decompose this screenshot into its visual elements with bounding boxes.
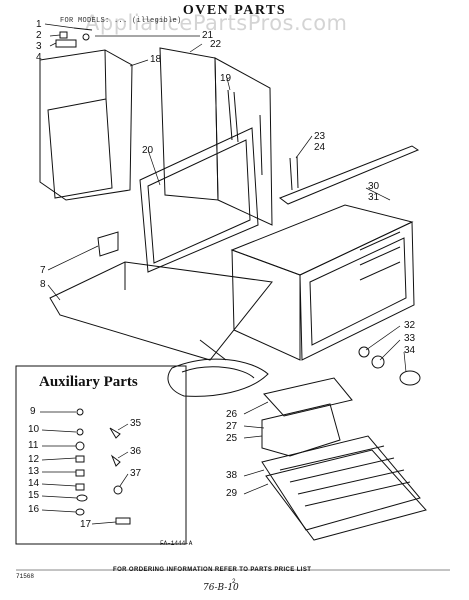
broiler-pan — [261, 377, 353, 457]
callout-38: 38 — [226, 470, 238, 481]
callout-20: 20 — [142, 145, 154, 156]
callout-26: 26 — [226, 409, 238, 420]
page-subtitle: FOR MODELS: ... (illegible) — [60, 17, 182, 25]
callout-3: 3 — [36, 41, 42, 52]
callout-11: 11 — [28, 440, 39, 451]
callout-17: 17 — [80, 519, 92, 530]
callout-29: 29 — [226, 488, 238, 499]
callout-10: 10 — [28, 424, 40, 435]
callout-19: 19 — [220, 73, 232, 84]
callout-1: 1 — [36, 19, 42, 30]
callout-25: 25 — [226, 433, 238, 444]
sheet-code: 71568 — [16, 573, 35, 580]
callout-22: 22 — [210, 39, 222, 50]
oven-racks — [261, 435, 427, 541]
handwritten-note: 76-B-10 — [203, 583, 239, 593]
diagram-code: FA-1444-A — [160, 540, 193, 547]
callout-23: 23 — [314, 131, 326, 142]
callout-30: 30 — [368, 181, 380, 192]
callout-36: 36 — [130, 446, 142, 457]
callout-35: 35 — [130, 418, 142, 429]
rear-panel — [39, 49, 133, 201]
ordering-info-footer: FOR ORDERING INFORMATION REFER TO PARTS … — [113, 567, 312, 573]
callout-37: 37 — [130, 468, 142, 479]
oven-side-panels — [159, 47, 273, 226]
bracket — [97, 231, 119, 257]
callout-13: 13 — [28, 466, 40, 477]
callout-9: 9 — [30, 406, 36, 417]
page-title: OVEN PARTS — [182, 3, 287, 18]
callout-2: 2 — [36, 30, 42, 41]
callout-15: 15 — [28, 490, 40, 501]
callout-27: 27 — [226, 421, 238, 432]
callout-12: 12 — [28, 454, 40, 465]
callout-32: 32 — [404, 320, 416, 331]
callout-4: 4 — [36, 52, 42, 63]
callout-21: 21 — [202, 30, 214, 41]
callout-16: 16 — [28, 504, 40, 515]
oven-liner — [230, 204, 415, 361]
leader-lines — [40, 23, 407, 525]
callout-7: 7 — [40, 265, 46, 276]
heating-element — [167, 339, 269, 397]
auxiliary-parts-box — [15, 365, 187, 545]
auxiliary-part-sketches — [75, 408, 131, 525]
top-rail-and-bracket — [278, 145, 420, 205]
callout-18: 18 — [150, 54, 162, 65]
light-socket-and-bulb — [358, 346, 421, 386]
callout-8: 8 — [40, 279, 46, 290]
callout-33: 33 — [404, 333, 416, 344]
watermark: AppliancePartsPros.com — [85, 11, 348, 35]
callout-34: 34 — [404, 345, 416, 356]
auxiliary-parts-title: Auxiliary Parts — [39, 374, 138, 390]
callout-24: 24 — [314, 142, 326, 153]
page-number: 2 — [232, 578, 236, 585]
callout-31: 31 — [368, 192, 380, 203]
hinge-hardware-parts — [55, 27, 93, 48]
bottom-panel — [49, 261, 273, 361]
callout-14: 14 — [28, 478, 40, 489]
front-frame — [139, 127, 259, 273]
